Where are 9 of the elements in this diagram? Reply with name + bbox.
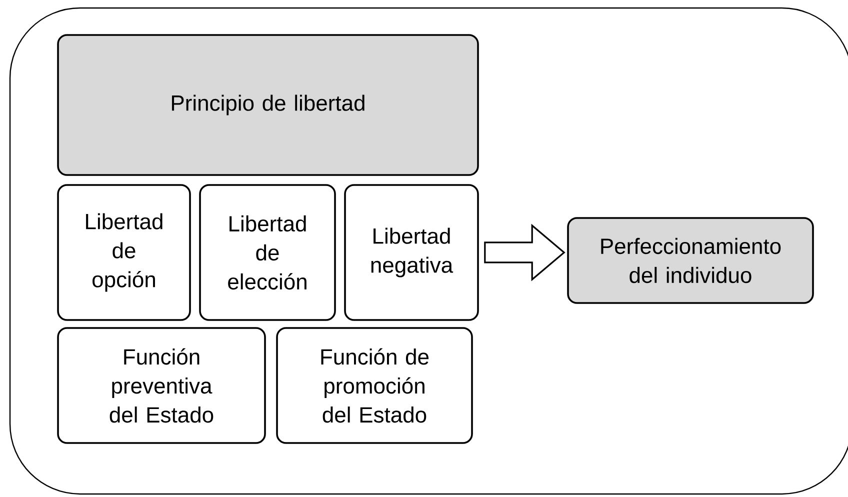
frame-box <box>9 7 848 495</box>
block-arrow <box>484 224 566 282</box>
concept-box: Función de promoción del Estado <box>276 327 473 444</box>
concept-box: Libertad de opción <box>57 184 191 321</box>
concept-box: Función preventiva del Estado <box>57 327 266 444</box>
result-box: Perfeccionamiento del individuo <box>567 217 814 304</box>
title-box: Principio de libertad <box>57 34 479 176</box>
concept-box: Libertad de elección <box>199 184 336 321</box>
concept-box: Libertad negativa <box>344 184 479 321</box>
